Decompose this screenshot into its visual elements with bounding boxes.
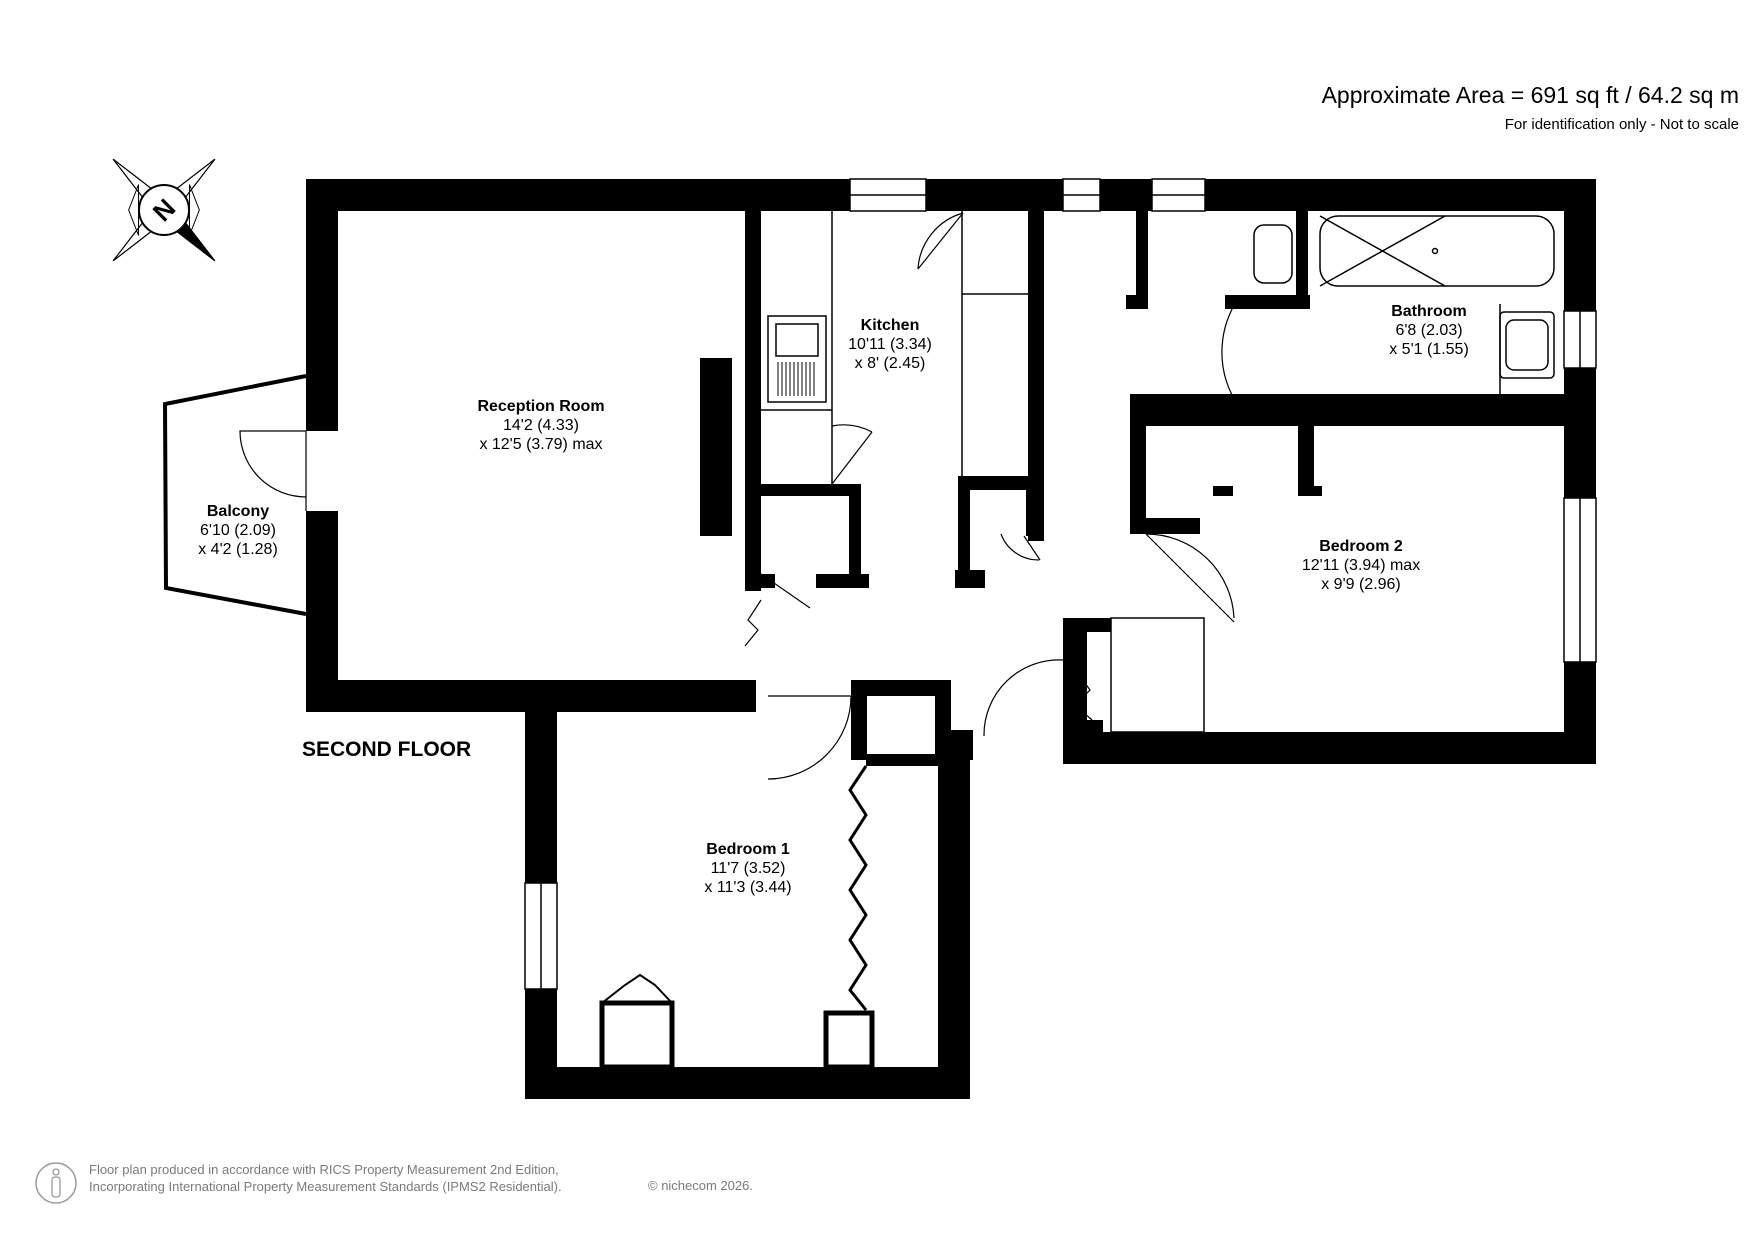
room-name: Bathroom	[1391, 303, 1467, 320]
chimney-breast	[700, 358, 732, 536]
kitchen-fixtures	[761, 211, 1028, 484]
floor-name: SECOND FLOOR	[302, 738, 472, 761]
room-dim: x 8' (2.45)	[854, 355, 926, 372]
room-name: Bedroom 2	[1319, 538, 1403, 555]
room-name: Bedroom 1	[706, 841, 790, 858]
bedroom2-cupboard	[1110, 617, 1205, 733]
room-dim: x 4'2 (1.28)	[198, 541, 278, 558]
room-name: Kitchen	[860, 317, 920, 334]
room-dim: 14'2 (4.33)	[503, 417, 579, 434]
wardrobes	[599, 765, 875, 1070]
room-label-balcony: Balcony 6'10 (2.09) x 4'2 (1.28)	[198, 502, 278, 559]
copyright: © nichecom 2026.	[648, 1178, 753, 1193]
north-compass-icon	[112, 158, 216, 262]
footer-line: Floor plan produced in accordance with R…	[89, 1162, 559, 1177]
room-label-bedroom-1: Bedroom 1 11'7 (3.52) x 11'3 (3.44)	[704, 840, 791, 897]
room-dim: x 11'3 (3.44)	[704, 879, 792, 896]
room-dim: 6'8 (2.03)	[1395, 322, 1463, 339]
room-dim: x 5'1 (1.55)	[1389, 341, 1469, 358]
room-dim: x 12'5 (3.79) max	[479, 436, 603, 453]
room-dim: x 9'9 (2.96)	[1321, 576, 1401, 593]
approximate-area: Approximate Area = 691 sq ft / 64.2 sq m	[1321, 82, 1739, 108]
person-info-icon	[35, 1162, 77, 1204]
footer-text: Floor plan produced in accordance with R…	[89, 1161, 562, 1195]
room-label-kitchen: Kitchen 10'11 (3.34) x 8' (2.45)	[848, 316, 932, 373]
room-name: Balcony	[206, 503, 270, 520]
windows	[524, 178, 1597, 990]
footer-line: Incorporating International Property Mea…	[89, 1179, 562, 1194]
room-label-reception: Reception Room 14'2 (4.33) x 12'5 (3.79)…	[477, 397, 604, 454]
room-dim: 11'7 (3.52)	[710, 860, 786, 877]
room-dim: 12'11 (3.94) max	[1301, 557, 1421, 574]
walls	[306, 179, 1596, 1099]
room-name: Reception Room	[477, 398, 605, 415]
door-swings	[744, 212, 1239, 780]
area-header: Approximate Area = 691 sq ft / 64.2 sq m…	[1322, 82, 1739, 133]
balcony-outline	[162, 374, 307, 616]
room-dim: 6'10 (2.09)	[199, 522, 276, 539]
bathroom-fixtures	[1253, 215, 1555, 394]
room-label-bathroom: Bathroom 6'8 (2.03) x 5'1 (1.55)	[1389, 302, 1469, 359]
room-label-bedroom-2: Bedroom 2 12'11 (3.94) max x 9'9 (2.96)	[1302, 537, 1420, 594]
scale-note: For identification only - Not to scale	[1504, 116, 1739, 133]
room-dim: 10'11 (3.34)	[848, 336, 932, 353]
